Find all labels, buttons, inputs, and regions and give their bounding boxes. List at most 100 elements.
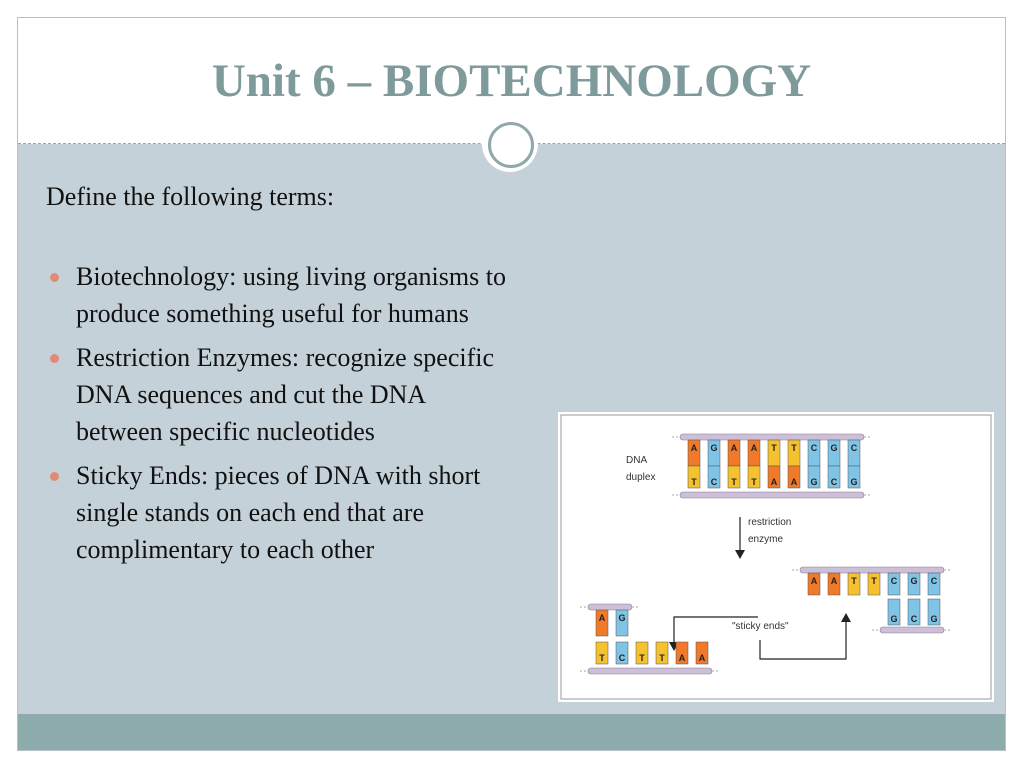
dna-diagram: DNA duplex restriction enzyme "sticky en… [560, 414, 992, 700]
bullet-text: Biotechnology: using living organisms to… [76, 262, 506, 328]
bullet-dot-icon [50, 354, 59, 363]
restriction-enzyme-figure: DNA duplex restriction enzyme "sticky en… [558, 412, 994, 702]
right-arrow-head-icon [841, 613, 851, 622]
base-letter: T [731, 477, 737, 487]
base-letter: T [851, 576, 857, 586]
base-letter: T [599, 653, 605, 663]
dna-backbone [799, 566, 945, 574]
restriction-label: restriction [748, 517, 791, 528]
nucleotide-block [867, 572, 881, 596]
base-letter: T [771, 443, 777, 453]
bullet-dot-icon [50, 273, 59, 282]
base-letter: A [679, 653, 686, 663]
enzyme-label: enzyme [748, 534, 783, 545]
nucleotide-block [847, 465, 861, 489]
nucleotide-block [807, 465, 821, 489]
intro-text: Define the following terms: [46, 182, 335, 211]
base-letter: G [930, 614, 937, 624]
base-letter: G [810, 477, 817, 487]
base-letter: T [659, 653, 665, 663]
nucleotide-block [675, 641, 689, 665]
nucleotide-block [827, 572, 841, 596]
dna-backbone [587, 667, 713, 675]
base-letter: C [931, 576, 938, 586]
nucleotide-block [687, 465, 701, 489]
base-letter: G [710, 443, 717, 453]
footer-band [18, 714, 1005, 750]
left-fragment-group: A G T C T T A A [580, 603, 720, 675]
nucleotide-block [767, 465, 781, 489]
nucleotide-block [727, 465, 741, 489]
base-letter: G [830, 443, 837, 453]
base-letter: G [910, 576, 917, 586]
base-letter: T [791, 443, 797, 453]
base-letter: C [831, 477, 838, 487]
dna-duplex-group: A T G C A T A T T A T A C G G C C G [672, 433, 872, 499]
base-letter: G [618, 613, 625, 623]
bullet-dot-icon [50, 472, 59, 481]
slide-body: Define the following terms: Biotechnolog… [46, 178, 516, 575]
duplex-label: duplex [626, 472, 655, 483]
right-arrow-line [759, 620, 847, 660]
nucleotide-block [827, 465, 841, 489]
base-letter: T [639, 653, 645, 663]
base-letter: C [711, 477, 718, 487]
nucleotide-block [615, 609, 629, 637]
base-letter: A [811, 576, 818, 586]
nucleotide-block [595, 609, 609, 637]
nucleotide-block [927, 598, 941, 626]
circle-ornament-icon [488, 122, 534, 168]
base-letter: A [599, 613, 606, 623]
bullet-item: Sticky Ends: pieces of DNA with short si… [46, 457, 516, 568]
bullet-list: Biotechnology: using living organisms to… [46, 258, 516, 568]
base-letter: G [890, 614, 897, 624]
dna-backbone [679, 491, 865, 499]
base-letter: A [791, 477, 798, 487]
nucleotide-block [747, 465, 761, 489]
bullet-text: Restriction Enzymes: recognize specific … [76, 343, 495, 446]
nucleotide-block [707, 465, 721, 489]
base-letter: C [811, 443, 818, 453]
base-letter: A [751, 443, 758, 453]
base-letter: T [751, 477, 757, 487]
dna-backbone [679, 433, 865, 441]
base-letter: A [691, 443, 698, 453]
base-letter: A [771, 477, 778, 487]
nucleotide-block [695, 641, 709, 665]
slide-title: Unit 6 – BIOTECHNOLOGY [211, 55, 812, 107]
dna-backbone [879, 626, 945, 634]
base-letter: A [831, 576, 838, 586]
slide: Unit 6 – BIOTECHNOLOGY Define the follow… [17, 17, 1006, 751]
dna-label: DNA [626, 455, 647, 466]
base-letter: C [911, 614, 918, 624]
right-fragment-group: A A T T C G C G C G [792, 566, 952, 634]
nucleotide-block [655, 641, 669, 665]
base-letter: C [891, 576, 898, 586]
base-letter: T [691, 477, 697, 487]
figure-frame [560, 414, 992, 700]
dna-backbone [587, 603, 633, 611]
bullet-item: Biotechnology: using living organisms to… [46, 258, 516, 332]
nucleotide-block [595, 641, 609, 665]
nucleotide-block [907, 572, 921, 596]
nucleotide-block [907, 598, 921, 626]
bullet-item: Restriction Enzymes: recognize specific … [46, 339, 516, 450]
down-arrow-head-icon [735, 550, 745, 559]
base-letter: C [851, 443, 858, 453]
nucleotide-block [787, 465, 801, 489]
base-letter: A [699, 653, 706, 663]
nucleotide-block [927, 572, 941, 596]
sticky-ends-label: "sticky ends" [732, 621, 789, 632]
bullet-text: Sticky Ends: pieces of DNA with short si… [76, 461, 481, 564]
nucleotide-block [635, 641, 649, 665]
base-letter: T [871, 576, 877, 586]
base-letter: A [731, 443, 738, 453]
nucleotide-block [887, 572, 901, 596]
base-letter: C [619, 653, 626, 663]
nucleotide-block [615, 641, 629, 665]
left-arrow-line [673, 616, 758, 644]
base-letter: G [850, 477, 857, 487]
nucleotide-block [887, 598, 901, 626]
nucleotide-block [807, 572, 821, 596]
nucleotide-block [847, 572, 861, 596]
